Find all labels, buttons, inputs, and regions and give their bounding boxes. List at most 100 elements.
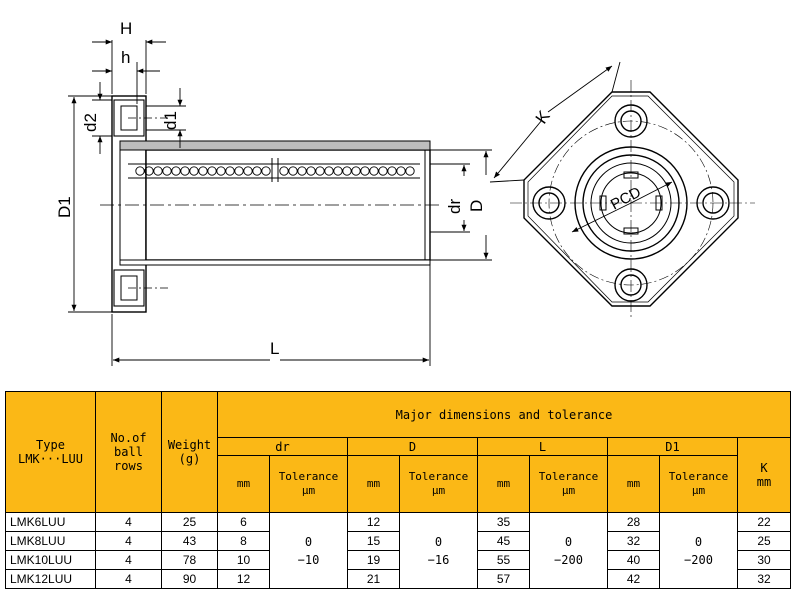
cell-type: LMK10LUU: [5, 550, 96, 570]
ball: [243, 166, 253, 176]
cell-weight: 25: [161, 512, 218, 532]
header-D-tolerance: Tolerance μm: [399, 455, 478, 513]
header-major-dimensions: Major dimensions and tolerance: [217, 391, 791, 438]
ball: [252, 166, 262, 176]
cell-ball-rows: 4: [95, 569, 162, 589]
header-D-mm: mm: [347, 455, 400, 513]
cell-L: 45: [477, 531, 530, 551]
ball: [153, 166, 163, 176]
label-H: H: [120, 19, 132, 38]
ball: [162, 166, 172, 176]
cell-D1: 40: [607, 550, 660, 570]
ball: [396, 166, 406, 176]
ball: [198, 166, 208, 176]
cell-dr: 8: [217, 531, 270, 551]
cell-dr: 6: [217, 512, 270, 532]
header-D1-mm: mm: [607, 455, 660, 513]
ball: [189, 166, 199, 176]
technical-drawing: H h d2 d1 D1 dr D L: [55, 19, 755, 366]
ball: [306, 166, 316, 176]
cell-type: LMK12LUU: [5, 569, 96, 589]
header-K: K mm: [737, 437, 791, 513]
ball: [171, 166, 181, 176]
cell-dr: 10: [217, 550, 270, 570]
label-L: L: [270, 339, 279, 358]
ball: [288, 166, 298, 176]
label-D: D: [467, 200, 486, 212]
cell-weight: 90: [161, 569, 218, 589]
cell-D1: 42: [607, 569, 660, 589]
front-view: [510, 80, 755, 320]
header-L-mm: mm: [477, 455, 530, 513]
header-D1-tolerance: Tolerance μm: [659, 455, 738, 513]
table-row: LMK12LUU 4 90 12 21 57 42 32: [5, 569, 791, 589]
cell-dr-tolerance: 0 −10: [269, 512, 348, 589]
ball: [225, 166, 235, 176]
table-row: LMK8LUU 4 43 8 15 45 32 25: [5, 531, 791, 551]
cell-type: LMK6LUU: [5, 512, 96, 532]
cell-L: 35: [477, 512, 530, 532]
cell-D: 12: [347, 512, 400, 532]
label-D1: D1: [55, 196, 74, 218]
cell-type: LMK8LUU: [5, 531, 96, 551]
ball: [297, 166, 307, 176]
ball: [351, 166, 361, 176]
ball: [387, 166, 397, 176]
cell-D1: 28: [607, 512, 660, 532]
cell-K: 22: [737, 512, 791, 532]
header-L: L: [477, 437, 608, 456]
ball: [360, 166, 370, 176]
cell-K: 30: [737, 550, 791, 570]
cell-L: 55: [477, 550, 530, 570]
ball: [234, 166, 244, 176]
header-dr-mm: mm: [217, 455, 270, 513]
cell-D-tolerance: 0 −16: [399, 512, 478, 589]
label-dr: dr: [445, 199, 464, 214]
header-type: Type LMK···LUU: [5, 391, 96, 513]
ball: [261, 166, 271, 176]
cell-weight: 78: [161, 550, 218, 570]
label-d1: d1: [161, 111, 180, 130]
cell-D: 21: [347, 569, 400, 589]
table-row: LMK6LUU 4 25 6 0 −10 12 0 −16 35 0 −200 …: [5, 512, 791, 589]
cell-ball-rows: 4: [95, 531, 162, 551]
cell-D1: 32: [607, 531, 660, 551]
cell-weight: 43: [161, 531, 218, 551]
header-D1: D1: [607, 437, 738, 456]
ball-rows: [128, 158, 420, 182]
ball: [216, 166, 226, 176]
side-view: [100, 95, 440, 313]
header-L-tolerance: Tolerance μm: [529, 455, 608, 513]
table-row: LMK10LUU 4 78 10 19 55 40 30: [5, 550, 791, 570]
ball: [135, 166, 145, 176]
header-dr: dr: [217, 437, 348, 456]
cell-D: 19: [347, 550, 400, 570]
ball: [369, 166, 379, 176]
ball: [207, 166, 217, 176]
ball: [180, 166, 190, 176]
cell-D1-tolerance: 0 −200: [659, 512, 738, 589]
cell-K: 32: [737, 569, 791, 589]
ball: [405, 166, 415, 176]
label-d2: d2: [81, 113, 100, 132]
ball: [279, 166, 289, 176]
ball: [324, 166, 334, 176]
header-weight: Weight (g): [161, 391, 218, 513]
header-ball-rows: No.of ball rows: [95, 391, 162, 513]
cell-ball-rows: 4: [95, 550, 162, 570]
cell-ball-rows: 4: [95, 512, 162, 532]
ball: [315, 166, 325, 176]
spec-table: Type LMK···LUU No.of ball rows Weight (g…: [5, 391, 791, 589]
cell-dr: 12: [217, 569, 270, 589]
ball: [342, 166, 352, 176]
ball: [333, 166, 343, 176]
label-h: h: [121, 48, 130, 67]
cell-L-tolerance: 0 −200: [529, 512, 608, 589]
header-D: D: [347, 437, 478, 456]
header-dr-tolerance: Tolerance μm: [269, 455, 348, 513]
cell-K: 25: [737, 531, 791, 551]
ball: [378, 166, 388, 176]
cell-D: 15: [347, 531, 400, 551]
cell-L: 57: [477, 569, 530, 589]
ball: [144, 166, 154, 176]
